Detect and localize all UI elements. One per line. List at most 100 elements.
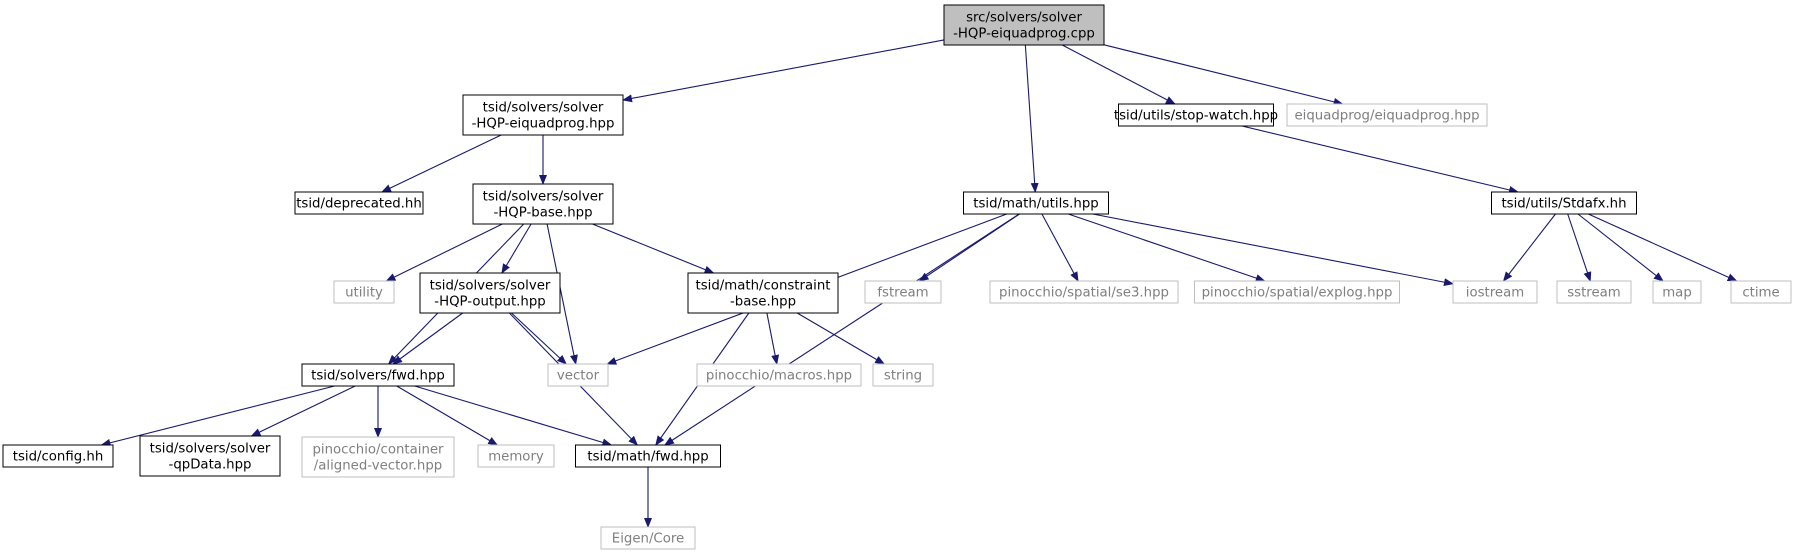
node-label: map xyxy=(1662,286,1692,301)
edge-stdafx-to-map xyxy=(1577,213,1664,282)
node-label: -HQP-output.hpp xyxy=(434,295,545,310)
node-math_fwd[interactable]: tsid/math/fwd.hpp xyxy=(575,444,721,468)
node-label: tsid/math/fwd.hpp xyxy=(587,450,708,465)
edge-stdafx-to-ctime xyxy=(1588,213,1738,282)
node-box xyxy=(1491,191,1637,215)
node-label: pinocchio/container xyxy=(312,443,444,458)
node-macros: pinocchio/macros.hpp xyxy=(696,363,862,387)
node-sh_base[interactable]: tsid/solvers/solver-HQP-base.hpp xyxy=(472,183,614,225)
node-box xyxy=(139,435,281,477)
node-eiquadprog: eiquadprog/eiquadprog.hpp xyxy=(1286,103,1488,127)
edge-root-to-eiquadprog xyxy=(1103,44,1344,106)
edge-constraint_base-to-string xyxy=(796,312,886,365)
node-root[interactable]: src/solvers/solver-HQP-eiquadprog.cpp xyxy=(943,4,1105,46)
node-box xyxy=(547,363,609,387)
node-box xyxy=(963,191,1109,215)
node-box xyxy=(462,94,624,136)
node-box xyxy=(943,4,1105,46)
edge-math_utils-to-math_fwd xyxy=(664,213,1020,446)
node-label: pinocchio/spatial/explog.hpp xyxy=(1202,286,1393,301)
node-box xyxy=(1730,280,1792,304)
node-eigen_core: Eigen/Core xyxy=(600,526,696,550)
node-label: -HQP-eiquadprog.hpp xyxy=(472,117,615,132)
node-math_utils[interactable]: tsid/math/utils.hpp xyxy=(963,191,1109,215)
edge-solvers_fwd-to-config xyxy=(100,385,335,447)
node-ctime: ctime xyxy=(1730,280,1792,304)
edge-sh_output-to-vector xyxy=(511,312,567,365)
edge-sh_base-to-sh_output xyxy=(501,223,532,274)
node-box xyxy=(419,272,561,314)
edge-root-to-sh_eiquadprog xyxy=(622,39,945,103)
edge-sh_base-to-utility xyxy=(385,223,503,282)
edge-sh_output-to-solvers_fwd xyxy=(392,312,464,365)
edge-solvers_fwd-to-qpdata xyxy=(250,385,356,437)
node-label: tsid/solvers/fwd.hpp xyxy=(311,369,445,384)
node-box xyxy=(989,280,1179,304)
node-box xyxy=(2,444,114,468)
edge-math_utils-to-explog xyxy=(1068,213,1266,282)
node-label: src/solvers/solver xyxy=(966,11,1082,26)
node-fstream: fstream xyxy=(864,280,942,304)
edge-sh_eiquadprog-to-deprecated xyxy=(381,134,502,193)
node-box xyxy=(301,436,455,478)
node-box xyxy=(864,280,942,304)
node-label: tsid/utils/Stdafx.hh xyxy=(1501,197,1626,212)
node-box xyxy=(301,363,455,387)
node-label: pinocchio/spatial/se3.hpp xyxy=(999,286,1169,301)
node-label: vector xyxy=(557,369,600,384)
node-aligned_vector: pinocchio/container/aligned-vector.hpp xyxy=(301,436,455,478)
node-box xyxy=(477,444,555,468)
node-qpdata[interactable]: tsid/solvers/solver-qpData.hpp xyxy=(139,435,281,477)
edge-stop_watch-to-stdafx xyxy=(1241,125,1519,194)
node-label: tsid/deprecated.hh xyxy=(296,197,422,212)
node-label: iostream xyxy=(1466,286,1524,301)
node-box xyxy=(1286,103,1488,127)
node-label: Eigen/Core xyxy=(612,532,684,547)
node-box xyxy=(1118,103,1274,127)
node-box xyxy=(1556,280,1632,304)
node-box xyxy=(1652,280,1702,304)
node-sstream: sstream xyxy=(1556,280,1632,304)
node-config[interactable]: tsid/config.hh xyxy=(2,444,114,468)
node-box xyxy=(1452,280,1538,304)
node-sh_eiquadprog[interactable]: tsid/solvers/solver-HQP-eiquadprog.hpp xyxy=(462,94,624,136)
node-sh_output[interactable]: tsid/solvers/solver-HQP-output.hpp xyxy=(419,272,561,314)
node-stdafx[interactable]: tsid/utils/Stdafx.hh xyxy=(1491,191,1637,215)
node-label: -HQP-base.hpp xyxy=(493,206,592,221)
node-utility: utility xyxy=(333,280,395,304)
node-label: tsid/solvers/solver xyxy=(150,442,271,457)
node-box xyxy=(472,183,614,225)
node-box xyxy=(1194,280,1400,304)
node-memory: memory xyxy=(477,444,555,468)
node-label: -qpData.hpp xyxy=(169,458,252,473)
node-explog: pinocchio/spatial/explog.hpp xyxy=(1194,280,1400,304)
node-label: ctime xyxy=(1742,286,1779,301)
node-label: -HQP-eiquadprog.cpp xyxy=(953,27,1095,42)
node-deprecated[interactable]: tsid/deprecated.hh xyxy=(294,191,424,215)
node-label: -base.hpp xyxy=(730,295,796,310)
node-label: tsid/solvers/solver xyxy=(483,101,604,116)
node-box xyxy=(687,272,839,314)
edge-root-to-math_utils xyxy=(1024,44,1039,193)
node-label: tsid/math/utils.hpp xyxy=(973,197,1098,212)
node-solvers_fwd[interactable]: tsid/solvers/fwd.hpp xyxy=(301,363,455,387)
edge-constraint_base-to-macros xyxy=(766,312,780,365)
node-iostream: iostream xyxy=(1452,280,1538,304)
node-label: tsid/solvers/solver xyxy=(483,190,604,205)
node-label: tsid/solvers/solver xyxy=(430,279,551,294)
edge-root-to-stop_watch xyxy=(1061,44,1176,105)
edge-sh_base-to-constraint_base xyxy=(592,223,715,274)
node-stop_watch[interactable]: tsid/utils/stop-watch.hpp xyxy=(1114,103,1278,127)
node-label: fstream xyxy=(877,286,928,301)
node-label: eiquadprog/eiquadprog.hpp xyxy=(1294,109,1479,124)
node-box xyxy=(333,280,395,304)
node-constraint_base[interactable]: tsid/math/constraint-base.hpp xyxy=(687,272,839,314)
node-label: pinocchio/macros.hpp xyxy=(706,369,852,384)
node-vector: vector xyxy=(547,363,609,387)
node-label: utility xyxy=(345,286,383,301)
node-label: tsid/math/constraint xyxy=(696,279,831,294)
node-label: sstream xyxy=(1567,286,1621,301)
edge-solvers_fwd-to-math_fwd xyxy=(414,385,613,447)
node-label: memory xyxy=(488,450,544,465)
